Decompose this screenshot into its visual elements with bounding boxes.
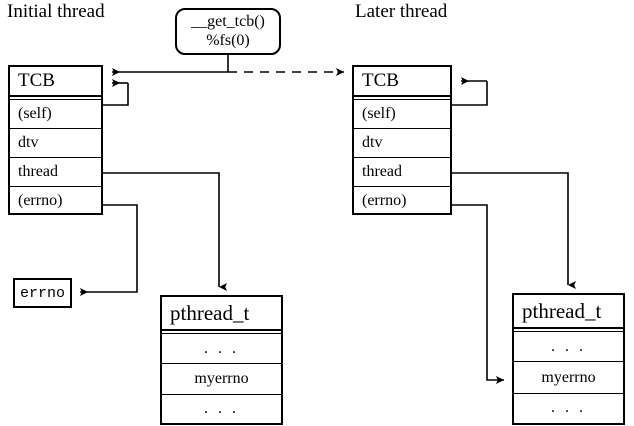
initial-self-loop-line: [103, 83, 129, 106]
tcb-initial-row-dtv: dtv: [10, 129, 101, 158]
title-later-thread: Later thread: [355, 1, 448, 22]
tcb-later-divider: [354, 97, 450, 100]
initial-errno-to-errno-box-arrow: [80, 204, 138, 296]
pthread-struct-initial: pthread_t . . . myerrno . . .: [160, 295, 283, 425]
tcb-later-row-self: (self): [354, 100, 450, 129]
get-tcb-accessor-box: __get_tcb() %fs(0): [175, 8, 281, 55]
later-self-loop-line: [452, 81, 488, 106]
pthread-later-divider: [514, 329, 623, 332]
pthread-later-header: pthread_t: [514, 295, 623, 329]
tcb-initial-divider: [10, 97, 101, 100]
pthread-later-row-myerrno: myerrno: [514, 362, 623, 394]
tcb-initial-row-self: (self): [10, 100, 101, 129]
tcb-initial-header: TCB: [10, 67, 101, 97]
pthread-struct-later: pthread_t . . . myerrno . . .: [512, 293, 625, 425]
pthread-initial-divider: [162, 331, 281, 334]
errno-variable-box: errno: [13, 278, 72, 308]
tcb-later-row-thread: thread: [354, 158, 450, 187]
pthread-initial-header: pthread_t: [162, 297, 281, 331]
tcb-initial-row-thread: thread: [10, 158, 101, 187]
tcb-later-row-errno: (errno): [362, 191, 407, 209]
title-initial-thread: Initial thread: [7, 1, 105, 22]
pthread-initial-row-ellipsis-bottom: . . .: [204, 400, 239, 417]
pthread-initial-row-myerrno: myerrno: [162, 364, 281, 395]
initial-thread-to-pthread-arrow: [103, 172, 227, 291]
accessor-line-1: __get_tcb(): [191, 13, 265, 31]
pthread-initial-row-ellipsis-top: . . .: [162, 334, 281, 364]
tcb-later-header: TCB: [354, 67, 450, 97]
tcb-initial-row-errno: (errno): [18, 191, 63, 209]
tcb-struct-initial: TCB (self) dtv thread (errno): [8, 65, 103, 215]
later-thread-to-pthread-arrow: [452, 172, 576, 289]
pthread-later-row-ellipsis-bottom: . . .: [551, 399, 586, 416]
later-errno-to-myerrno-arrow: [452, 204, 504, 384]
tcb-later-row-dtv: dtv: [354, 129, 450, 158]
pthread-later-row-ellipsis-top: . . .: [514, 332, 623, 362]
accessor-line-2: %fs(0): [206, 31, 250, 49]
tcb-struct-later: TCB (self) dtv thread (errno): [352, 65, 452, 215]
